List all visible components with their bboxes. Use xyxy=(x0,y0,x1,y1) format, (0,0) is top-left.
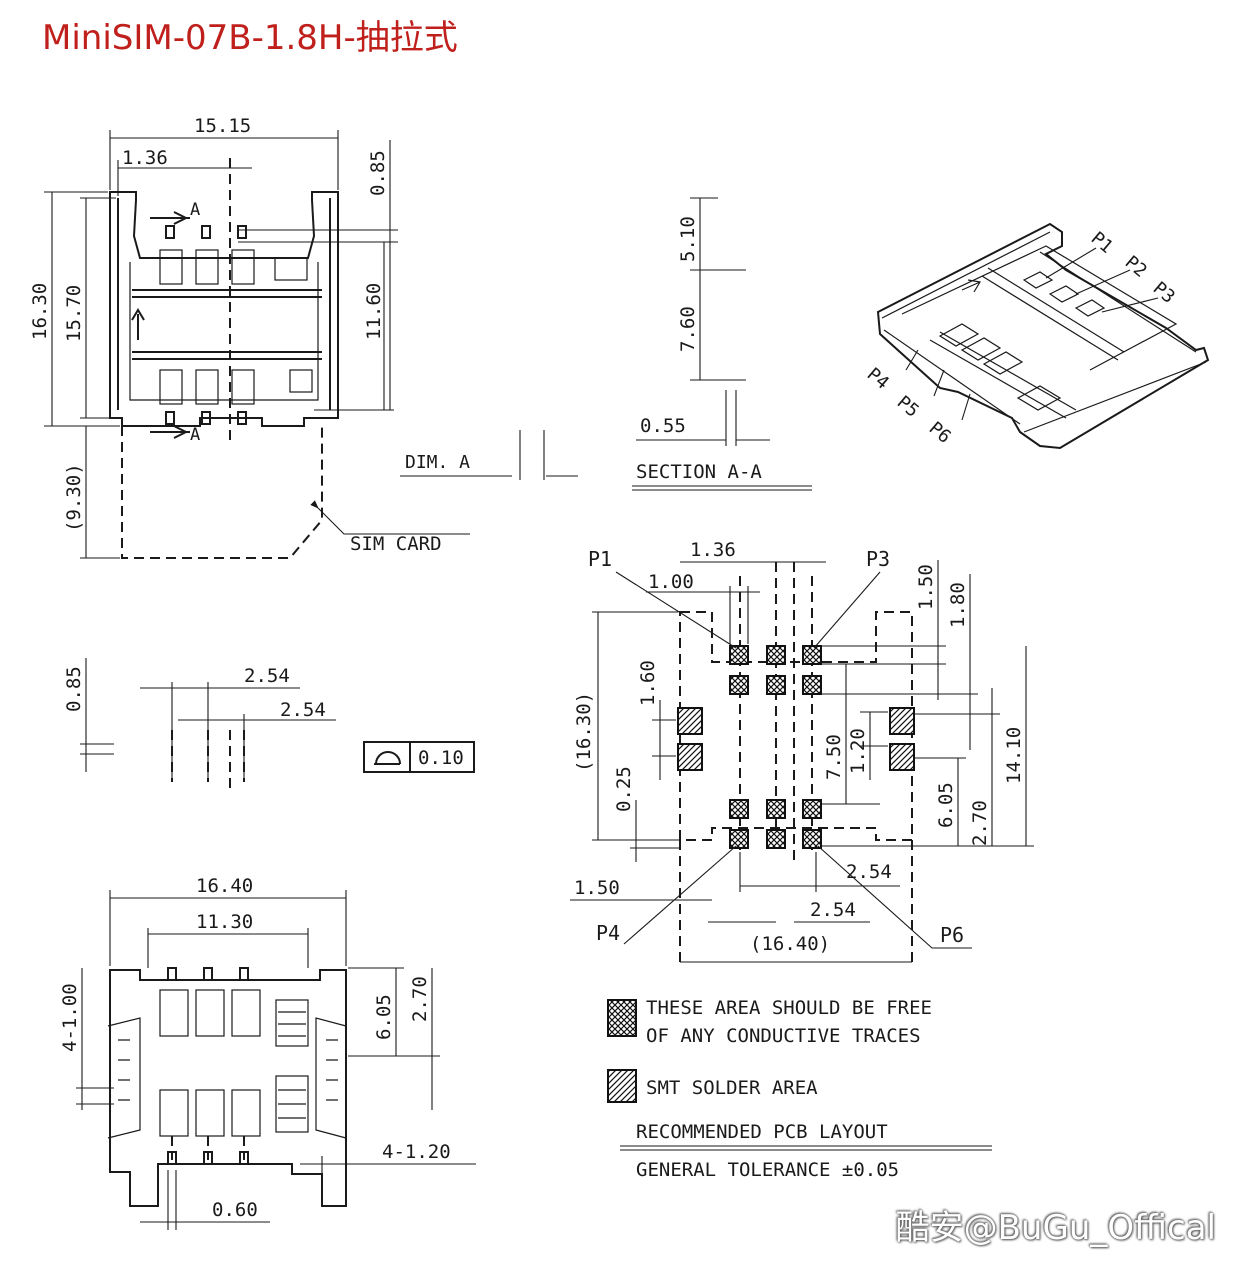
smt-pad xyxy=(889,743,915,771)
pitch-detail-view: 0.85 2.54 2.54 0.10 xyxy=(63,658,475,790)
pcb-dim-0-25: 0.25 xyxy=(613,766,635,812)
dim-15-15: 15.15 xyxy=(194,115,251,137)
keepout-pad xyxy=(729,645,749,665)
dim-0-85-detail: 0.85 xyxy=(63,666,85,712)
isometric-view: P1 P2 P3 P4 P5 P6 xyxy=(863,222,1210,450)
dim-7-60: 7.60 xyxy=(677,306,699,352)
pcb-dim-1-50-bottom: 1.50 xyxy=(574,877,620,899)
pcb-dim-1-36: 1.36 xyxy=(690,539,736,561)
bottom-view: 16.40 11.30 4-1.00 6.05 2.70 4-1.20 0.60 xyxy=(59,875,476,1230)
pcb-dim-2-54-b: 2.54 xyxy=(810,899,856,921)
dim-6-05-bottom: 6.05 xyxy=(373,994,395,1040)
legend-keepout-swatch xyxy=(607,999,637,1037)
iso-pin-p1: P1 xyxy=(1087,228,1117,258)
dim-0-60: 0.60 xyxy=(212,1199,258,1221)
smt-pad xyxy=(889,707,915,735)
keepout-pad xyxy=(766,799,786,819)
layout-caption: RECOMMENDED PCB LAYOUT xyxy=(636,1121,888,1143)
keepout-pad xyxy=(802,829,822,849)
pcb-dim-7-50: 7.50 xyxy=(823,734,845,780)
dim-15-70: 15.70 xyxy=(63,285,85,342)
watermark: 酷安@BuGu_Offical xyxy=(895,1208,1216,1248)
pcb-dim-1-50-top: 1.50 xyxy=(915,564,937,610)
dim-11-60: 11.60 xyxy=(363,283,385,340)
pcb-dim-2-70: 2.70 xyxy=(969,800,991,846)
pcb-label-p1: P1 xyxy=(588,547,612,571)
pcb-dim-1-00: 1.00 xyxy=(648,571,694,593)
dim-16-40: 16.40 xyxy=(196,875,253,897)
dim-0-85-top: 0.85 xyxy=(367,150,389,196)
keepout-pad xyxy=(766,675,786,695)
keepout-pad xyxy=(729,675,749,695)
pcb-dim-1-80: 1.80 xyxy=(947,582,969,628)
pcb-dim-16-40: (16.40) xyxy=(750,933,830,955)
sim-card-label: SIM CARD xyxy=(350,533,442,555)
section-mark-a-top: A xyxy=(190,200,200,220)
smt-pad xyxy=(677,743,703,771)
iso-pin-p2: P2 xyxy=(1121,252,1151,282)
dim-2-70-bottom: 2.70 xyxy=(409,976,431,1022)
dim-2-54-b: 2.54 xyxy=(280,699,326,721)
top-view: A A SIM CARD 15.15 1.36 0.85 16.30 15.70 xyxy=(29,115,470,559)
section-mark-a-bottom: A xyxy=(190,425,200,445)
pcb-dim-6-05: 6.05 xyxy=(935,782,957,828)
pcb-label-p6: P6 xyxy=(940,923,964,947)
legend-keepout-line2: OF ANY CONDUCTIVE TRACES xyxy=(646,1025,921,1047)
pcb-dim-1-20: 1.20 xyxy=(847,728,869,774)
drawing-title: MiniSIM-07B-1.8H-抽拉式 xyxy=(42,18,458,58)
smt-pad xyxy=(677,707,703,735)
dim-16-30: 16.30 xyxy=(29,283,51,340)
iso-pin-p3: P3 xyxy=(1149,278,1179,308)
dim-a-label: DIM. A xyxy=(405,452,470,473)
keepout-pad xyxy=(766,645,786,665)
keepout-pad xyxy=(729,799,749,819)
keepout-pad xyxy=(729,829,749,849)
iso-pin-p6: P6 xyxy=(925,418,955,448)
dim-1-36: 1.36 xyxy=(122,147,168,169)
iso-pin-p4: P4 xyxy=(863,364,893,394)
keepout-pad xyxy=(766,829,786,849)
iso-pin-p5: P5 xyxy=(893,392,923,422)
pcb-dim-1-60: 1.60 xyxy=(637,660,659,706)
keepout-pad xyxy=(802,799,822,819)
legend: THESE AREA SHOULD BE FREE OF ANY CONDUCT… xyxy=(607,997,992,1181)
dim-2-54-a: 2.54 xyxy=(244,665,290,687)
keepout-pad xyxy=(802,675,822,695)
dim-0-55: 0.55 xyxy=(640,415,686,437)
dim-9-30: (9.30) xyxy=(63,463,85,532)
section-title: SECTION A-A xyxy=(636,461,762,483)
section-view: 5.10 7.60 0.55 SECTION A-A DIM. A xyxy=(400,197,812,491)
dim-4-1-00: 4-1.00 xyxy=(59,983,81,1052)
pcb-layout-view: P1 P3 P4 P6 1.36 1.00 1.50 1.80 14.10 2.… xyxy=(570,539,1034,963)
pcb-label-p3: P3 xyxy=(866,547,890,571)
pcb-dim-2-54-a: 2.54 xyxy=(846,861,892,883)
dim-4-1-20: 4-1.20 xyxy=(382,1141,451,1163)
keepout-pad xyxy=(802,645,822,665)
pcb-label-p4: P4 xyxy=(596,921,620,945)
general-tolerance: GENERAL TOLERANCE ±0.05 xyxy=(636,1159,899,1181)
legend-smt-swatch xyxy=(607,1069,637,1103)
legend-keepout-line1: THESE AREA SHOULD BE FREE xyxy=(646,997,932,1019)
pcb-dim-14-10: 14.10 xyxy=(1003,727,1025,784)
flatness-value: 0.10 xyxy=(418,747,464,769)
dim-5-10: 5.10 xyxy=(677,216,699,262)
dim-11-30: 11.30 xyxy=(196,911,253,933)
pcb-dim-16-30: (16.30) xyxy=(573,692,595,772)
legend-smt-label: SMT SOLDER AREA xyxy=(646,1077,818,1099)
